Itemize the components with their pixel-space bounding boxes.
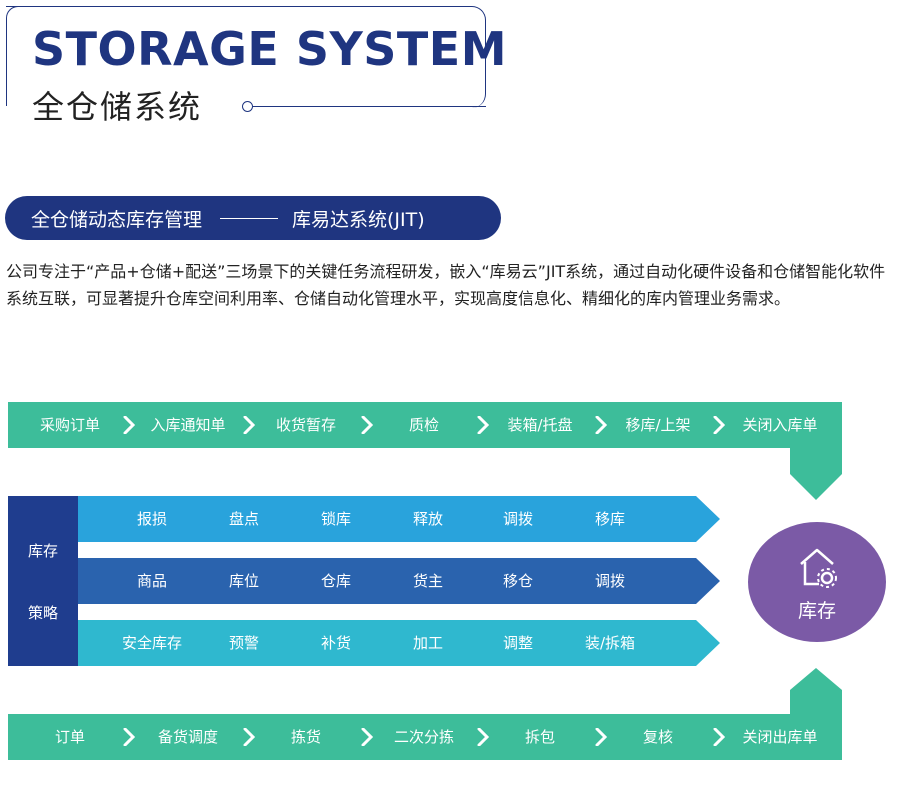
inbound-step: 关闭入库单 — [742, 416, 818, 434]
outbound-step: 复核 — [642, 728, 674, 746]
strategy-cell: 库位 — [228, 572, 260, 590]
strategy-cell: 货主 — [412, 572, 444, 590]
strategy-box: 库存 策略 — [8, 496, 78, 666]
outbound-step: 拆包 — [524, 728, 556, 746]
pill-dash — [220, 217, 279, 219]
chevron-right-icon — [595, 416, 608, 434]
strategy-cell: 安全库存 — [121, 634, 183, 652]
strategy-cell: 商品 — [136, 572, 168, 590]
strategy-cell: 预警 — [228, 634, 260, 652]
strategy-row: 商品 库位 仓库 货主 移仓 调拨 — [78, 558, 720, 604]
inventory-label: 库存 — [797, 600, 836, 622]
chevron-right-icon — [713, 416, 726, 434]
strategy-row: 报损 盘点 锁库 释放 调拨 移库 — [78, 496, 720, 542]
strategy-cell: 调拨 — [594, 572, 626, 590]
pill-right-text: 库易达系统(JIT) — [292, 208, 425, 231]
strategy-cell: 装/拆箱 — [584, 634, 636, 652]
inbound-step: 入库通知单 — [150, 416, 226, 434]
inventory-circle: 库存 — [748, 522, 886, 642]
outbound-step: 拣货 — [290, 728, 322, 746]
inbound-step: 采购订单 — [39, 416, 101, 434]
chevron-right-icon — [243, 728, 256, 746]
pill-left-text: 全仓储动态库存管理 — [31, 208, 203, 231]
intro-paragraph: 公司专注于“产品+仓储+配送”三场景下的关键任务流程研发，嵌入“库易云”JIT系… — [6, 262, 886, 308]
strategy-row-arrow — [78, 620, 720, 666]
strategy-cell: 报损 — [136, 510, 168, 528]
up-arrow-icon — [790, 668, 842, 716]
strategy-cell: 移库 — [594, 510, 626, 528]
chevron-right-icon — [361, 728, 374, 746]
strategy-cell: 补货 — [320, 634, 352, 652]
strategy-cell: 锁库 — [320, 510, 352, 528]
outbound-step: 订单 — [54, 728, 86, 746]
page-title-cn: 全仓储系统 — [32, 88, 203, 126]
section-pill: 全仓储动态库存管理 库易达系统(JIT) — [5, 196, 501, 240]
chevron-right-icon — [243, 416, 256, 434]
strategy-cell: 释放 — [412, 510, 444, 528]
chevron-right-icon — [123, 728, 136, 746]
outbound-step: 二次分拣 — [393, 728, 455, 746]
strategy-cell: 调拨 — [502, 510, 534, 528]
strategy-cell: 仓库 — [320, 572, 352, 590]
down-arrow-icon — [790, 448, 842, 500]
chevron-right-icon — [123, 416, 136, 434]
chevron-right-icon — [361, 416, 374, 434]
strategy-row: 安全库存 预警 补货 加工 调整 装/拆箱 — [78, 620, 720, 666]
inbound-flow-bar: 采购订单 入库通知单 收货暂存 质检 装箱/托盘 移库/上架 关闭入库单 — [8, 402, 842, 448]
outbound-step: 关闭出库单 — [742, 728, 818, 746]
strategy-cell: 移仓 — [502, 572, 534, 590]
outbound-step: 备货调度 — [157, 728, 219, 746]
strategy-cell: 调整 — [502, 634, 534, 652]
strategy-row-arrow — [78, 496, 720, 542]
title-frame — [6, 6, 486, 108]
chevron-right-icon — [713, 728, 726, 746]
inbound-step: 质检 — [408, 416, 440, 434]
strategy-line2: 策略 — [27, 604, 58, 622]
inbound-step: 收货暂存 — [275, 416, 337, 434]
outbound-flow-bar: 订单 备货调度 拣货 二次分拣 拆包 复核 关闭出库单 — [8, 714, 842, 760]
title-frame-bottom — [252, 106, 486, 107]
title-dot — [242, 101, 253, 112]
strategy-line1: 库存 — [27, 542, 58, 560]
chevron-right-icon — [477, 728, 490, 746]
inbound-step: 装箱/托盘 — [507, 416, 573, 434]
warehouse-gear-icon — [800, 548, 837, 588]
strategy-cell: 加工 — [412, 634, 444, 652]
chevron-right-icon — [477, 416, 490, 434]
chevron-right-icon — [595, 728, 608, 746]
strategy-cell: 盘点 — [228, 510, 260, 528]
inbound-step: 移库/上架 — [625, 416, 691, 434]
page-title-en: STORAGE SYSTEM — [32, 22, 507, 76]
strategy-row-arrow — [78, 558, 720, 604]
